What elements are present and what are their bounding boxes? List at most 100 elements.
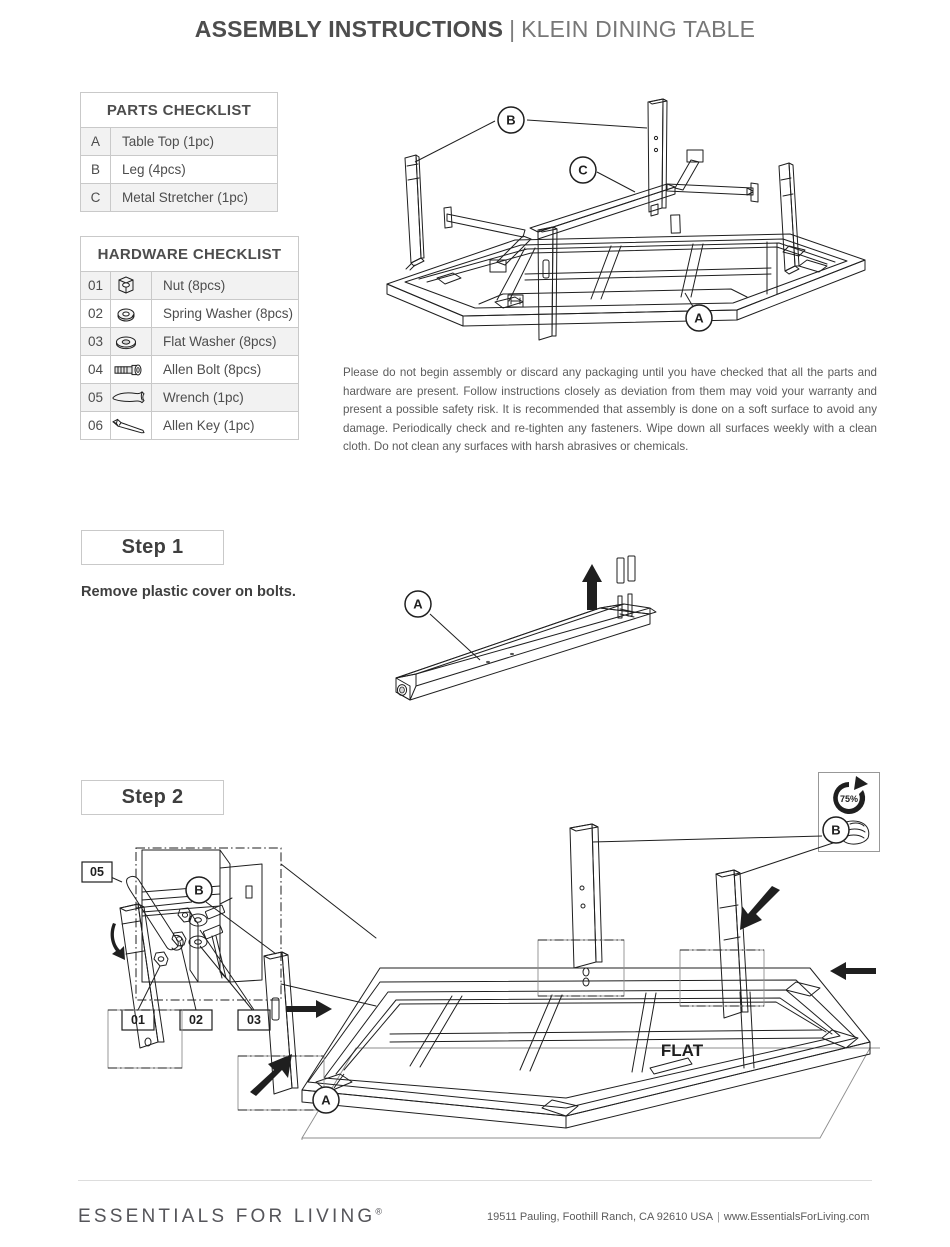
callout-label: B (831, 823, 840, 838)
leg-part-front-left (404, 154, 425, 271)
table-row: 02 Spring Washer (8pcs) (80, 299, 299, 328)
part-code: A (80, 127, 111, 156)
hardware-label: Allen Bolt (8pcs) (151, 355, 299, 384)
table-top-and-frame (301, 967, 871, 1129)
callout-a: A (404, 590, 481, 661)
part-label: Metal Stretcher (1pc) (110, 183, 278, 212)
step-1-instruction: Remove plastic cover on bolts. (81, 584, 296, 600)
callout-a: A (684, 292, 713, 332)
callout-label: B (194, 883, 203, 898)
direction-arrow-left (286, 1000, 332, 1018)
assembly-notice-text: Please do not begin assembly or discard … (343, 366, 877, 454)
hardware-code: 01 (80, 271, 111, 300)
footer-divider (78, 1180, 872, 1181)
exploded-assembly-diagram: B C A (375, 88, 885, 343)
flat-surface-label: FLAT (661, 1041, 704, 1060)
callout-label: B (506, 113, 515, 128)
page-title: ASSEMBLY INSTRUCTIONS|KLEIN DINING TABLE (0, 16, 950, 43)
tip-percent-label: 75% (840, 794, 858, 804)
table-row: 06 Allen Key (1pc) (80, 411, 299, 440)
page-title-product: KLEIN DINING TABLE (521, 16, 756, 42)
step-1-chip: Step 1 (81, 530, 224, 565)
table-row: 04 Allen Bolt (8pcs) (80, 355, 299, 384)
callout-c: C (569, 156, 636, 193)
hardware-label: Nut (8pcs) (151, 271, 299, 300)
callout-label: C (578, 163, 588, 178)
nut-icon (110, 271, 152, 300)
callout-b-right-step2: B (591, 816, 850, 877)
callout-a-step2: A (312, 1073, 345, 1114)
part-code: B (80, 155, 111, 184)
callout-label: A (413, 597, 423, 612)
parts-checklist-table: PARTS CHECKLIST A Table Top (1pc) B Leg … (80, 92, 278, 212)
hardware-detail-callout: 05 01 02 03 (81, 847, 377, 1031)
step-2-diagram: 05 01 02 03 (80, 816, 880, 1140)
callout-03: 03 (199, 929, 271, 1031)
callout-label: A (321, 1093, 331, 1108)
table-row: 03 Flat Washer (8pcs) (80, 327, 299, 356)
table-row: 05 Wrench (1pc) (80, 383, 299, 412)
table-apron-beam (395, 603, 657, 701)
hardware-label: Allen Key (1pc) (151, 411, 299, 440)
leg-part-rear-right (778, 162, 800, 275)
rotate-75-percent-icon: 75% (833, 776, 868, 814)
brand-logo-text: ESSENTIALS FOR LIVING (78, 1206, 376, 1227)
part-label: Table Top (1pc) (110, 127, 278, 156)
hardware-callout-label: 05 (90, 865, 104, 879)
hardware-callout-label: 01 (131, 1013, 145, 1027)
brand-logo: ESSENTIALS FOR LIVING® (78, 1206, 382, 1228)
callout-02: 02 (179, 941, 213, 1031)
table-header-row: HARDWARE CHECKLIST (80, 236, 299, 272)
callout-05: 05 (81, 861, 123, 883)
hardware-checklist-table: HARDWARE CHECKLIST 01 Nut (8pcs) 02 (80, 236, 299, 440)
leg-front-center-step2 (237, 951, 325, 1111)
callout-b-left: B (414, 106, 648, 163)
step-2-chip: Step 2 (81, 780, 224, 815)
direction-arrow-right (830, 962, 876, 980)
hardware-callout-label: 03 (247, 1013, 261, 1027)
registered-mark: ® (375, 1206, 383, 1217)
hardware-code: 06 (80, 411, 111, 440)
step-1-diagram: A (388, 552, 688, 722)
hardware-label: Flat Washer (8pcs) (151, 327, 299, 356)
hardware-checklist-title: HARDWARE CHECKLIST (80, 236, 299, 272)
fastener-stack-upper (177, 897, 233, 927)
hardware-code: 02 (80, 299, 111, 328)
fastener-stack-lower (171, 924, 227, 979)
spring-washer-icon (110, 299, 152, 328)
hardware-callout-label: 02 (189, 1013, 203, 1027)
bolt-shafts (617, 593, 633, 619)
direction-arrow-lower (250, 1054, 292, 1096)
floor-plane (301, 1047, 880, 1140)
part-label: Leg (4pcs) (110, 155, 278, 184)
up-arrow-icon (582, 564, 602, 610)
page-title-separator: | (509, 16, 516, 42)
page-title-main: ASSEMBLY INSTRUCTIONS (194, 16, 504, 42)
table-row: 01 Nut (8pcs) (80, 271, 299, 300)
direction-arrow-upper (740, 886, 780, 930)
footer-website[interactable]: www.EssentialsForLiving.com (723, 1211, 870, 1223)
metal-stretcher-part (443, 149, 759, 273)
table-header-row: PARTS CHECKLIST (80, 92, 278, 128)
table-row: B Leg (4pcs) (80, 155, 278, 184)
footer-address: 19511 Pauling, Foothill Ranch, CA 92610 … (487, 1211, 714, 1223)
leg-front-left-step2 (107, 903, 183, 1069)
leg-part-front-center (537, 226, 558, 341)
part-code: C (80, 183, 111, 212)
parts-checklist-title: PARTS CHECKLIST (80, 92, 278, 128)
plastic-cover-pieces (616, 555, 636, 584)
callout-label: A (694, 311, 704, 326)
table-row: C Metal Stretcher (1pc) (80, 183, 278, 212)
nut-detail (153, 951, 169, 967)
leg-rear-right-step2 (679, 869, 765, 1019)
wrench-icon (110, 383, 152, 412)
allen-bolt-icon (110, 355, 152, 384)
leg-rear-center-step2 (537, 823, 625, 997)
table-row: A Table Top (1pc) (80, 127, 278, 156)
hardware-code: 04 (80, 355, 111, 384)
footer-contact-info: 19511 Pauling, Foothill Ranch, CA 92610 … (487, 1211, 869, 1223)
footer-separator: | (717, 1211, 720, 1223)
callout-b-left-step2: B (135, 876, 277, 955)
hardware-label: Wrench (1pc) (151, 383, 299, 412)
flat-washer-icon (110, 327, 152, 356)
